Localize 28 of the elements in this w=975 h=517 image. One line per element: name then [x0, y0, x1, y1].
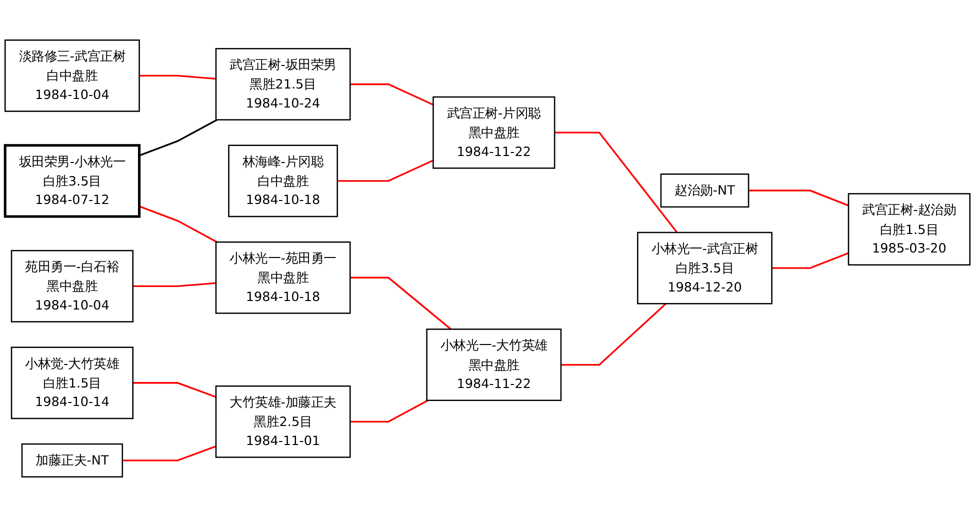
match-box: 苑田勇一-白石裕 黑中盘胜 1984-10-04 — [10, 250, 134, 322]
match-box: 小林光一-苑田勇一 黑中盘胜 1984-10-18 — [215, 241, 351, 314]
match-box: 小林光一-大竹英雄 黑中盘胜 1984-11-22 — [426, 328, 562, 402]
bracket-line — [350, 83, 434, 106]
bracket-line — [560, 303, 667, 366]
bracket-line — [139, 74, 216, 80]
match-box: 小林觉-大竹英雄 白胜1.5目 1984-10-14 — [10, 346, 134, 420]
bracket-line — [337, 160, 434, 182]
bracket-line — [350, 400, 428, 423]
bracket-line — [350, 276, 452, 330]
match-box: 赵治勋-NT — [660, 174, 750, 208]
match-box: 坂田荣男-小林光一 白胜3.5目 1984-07-12 — [4, 144, 141, 218]
bracket-line — [122, 446, 216, 462]
match-box: 淡路修三-武宫正树 白中盘胜 1984-10-04 — [4, 40, 140, 112]
bracket-line — [772, 252, 849, 269]
bracket-line — [138, 206, 218, 243]
bracket-line — [748, 190, 849, 206]
match-box: 大竹英雄-加藤正夫 黑胜2.5目 1984-11-01 — [215, 385, 351, 458]
match-box: 加藤正夫-NT — [21, 443, 124, 478]
bracket-line — [132, 282, 216, 288]
match-box: 武宫正树-坂田荣男 黑胜21.5目 1984-10-24 — [215, 48, 351, 120]
match-box: 林海峰-片冈聪 白中盘胜 1984-10-18 — [228, 144, 338, 218]
bracket-line — [138, 119, 218, 156]
match-box: 武宫正树-片冈聪 黑中盘胜 1984-11-22 — [432, 96, 556, 169]
bracket-line — [554, 132, 678, 234]
bracket-line — [132, 382, 216, 398]
match-box: 武宫正树-赵治勋 白胜1.5目 1985-03-20 — [848, 193, 971, 266]
match-box: 小林光一-武宫正树 白胜3.5目 1984-12-20 — [637, 232, 772, 304]
